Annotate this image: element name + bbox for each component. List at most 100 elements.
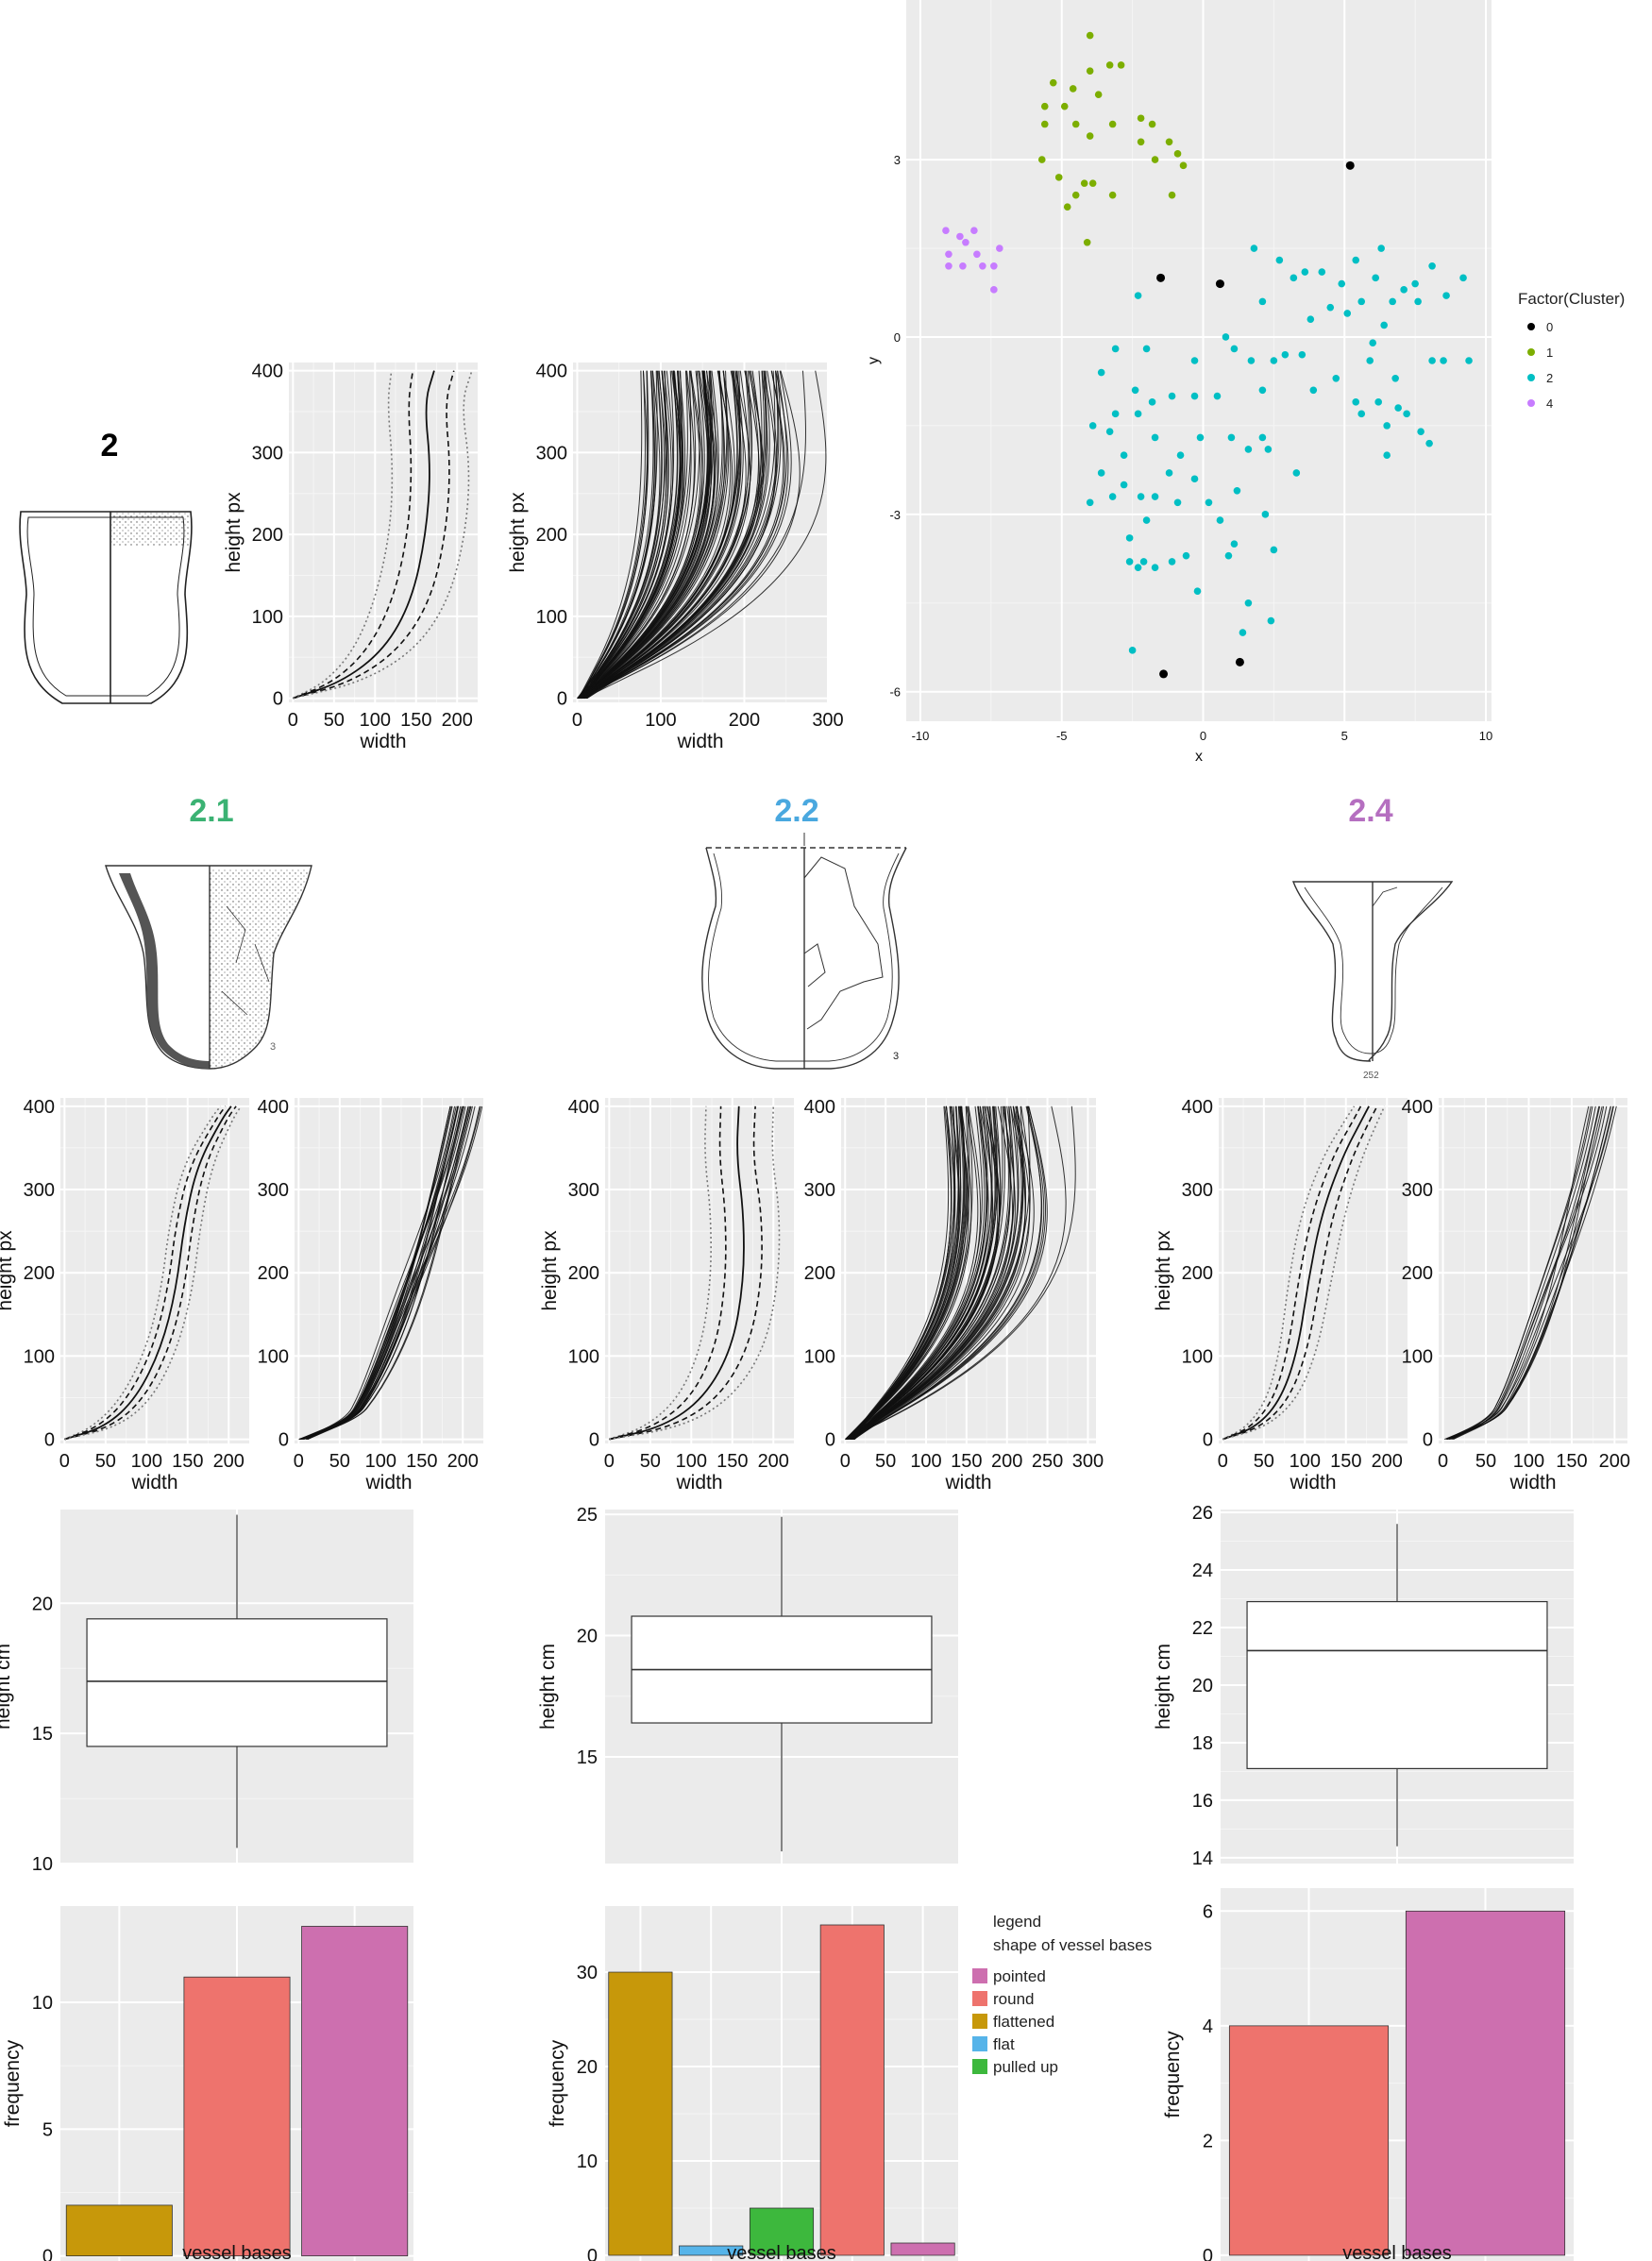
profile-curve: [580, 370, 806, 700]
x-axis-label: width: [1509, 1472, 1556, 1493]
bar-pointed: [301, 1926, 409, 2257]
profile-curve: [1449, 1105, 1600, 1441]
y-axis-label: height cm: [0, 1644, 14, 1729]
scatter-point-cluster-2: [1465, 357, 1473, 364]
x-axis-label: width: [130, 1472, 177, 1493]
scatter-point-cluster-2: [1196, 433, 1205, 442]
scatter-point-cluster-1: [1168, 191, 1176, 199]
scatter-point-cluster-2: [1120, 481, 1128, 489]
scatter-point-cluster-2: [1139, 558, 1148, 565]
y-tick-label: 0: [42, 2247, 53, 2261]
y-tick-label: 10: [32, 1854, 53, 1875]
y-axis-label: height px: [0, 1230, 16, 1311]
x-tick-label: 50: [329, 1451, 350, 1472]
y-tick-label: 200: [258, 1263, 289, 1284]
profile-curve: [853, 1105, 1014, 1440]
group-title-2-2: 2.2: [774, 793, 818, 829]
profile-curve: [582, 370, 646, 699]
legend-label-cluster-0: 0: [1546, 320, 1553, 334]
y-tick-label: 0: [1423, 1430, 1433, 1451]
scatter-point-cluster-1: [1040, 120, 1049, 128]
profile-curve: [848, 1105, 962, 1440]
plot-panel: [605, 1098, 794, 1443]
legend-label-flat: flat: [993, 2035, 1015, 2053]
legend-swatch-flattened: [972, 2014, 987, 2029]
profile-curve: [582, 370, 654, 699]
scatter-point-cluster-2: [1258, 386, 1267, 395]
legend-swatch-cluster-0: [1527, 323, 1535, 330]
legend-label-cluster-1: 1: [1546, 346, 1553, 360]
scatter-point-cluster-1: [1086, 132, 1094, 140]
scatter-point-cluster-2: [1281, 350, 1290, 359]
y-tick-label: 400: [568, 1097, 599, 1118]
y-tick-label: 100: [1402, 1346, 1433, 1367]
scatter-point-cluster-1: [1086, 31, 1094, 40]
scatter-point-cluster-1: [1054, 174, 1063, 181]
scatter-point-cluster-1: [1108, 120, 1117, 128]
y-tick-label: 20: [32, 1594, 53, 1614]
y-tick-label: 5: [42, 2119, 53, 2140]
scatter-point-cluster-2: [1224, 551, 1233, 560]
y-tick-label: 400: [252, 362, 283, 382]
profile-line-dashed: [64, 1105, 237, 1441]
scatter-point-cluster-1: [1037, 156, 1046, 163]
scatter-point-cluster-2: [1108, 493, 1117, 500]
box-iqr: [1246, 1600, 1548, 1769]
x-tick-label: 150: [1556, 1451, 1587, 1472]
profile-curve: [301, 1105, 451, 1441]
y-tick-label: 0: [1203, 2246, 1213, 2261]
scatter-point-cluster-2: [1275, 256, 1284, 264]
drawing-number-2-2: 3: [893, 1051, 899, 1062]
x-tick-label: 200: [213, 1451, 244, 1472]
scatter-point-cluster-2: [1239, 629, 1247, 636]
y-tick-label: 300: [24, 1180, 55, 1201]
profile-line-dashed: [293, 370, 455, 700]
profile-line-solid: [293, 370, 435, 700]
scatter-point-cluster-2: [1338, 279, 1346, 288]
scatter-point-cluster-1: [1137, 114, 1145, 123]
profile-curve: [846, 1105, 983, 1440]
y-tick-label: 20: [577, 2057, 598, 2078]
scatter-point-cluster-1: [1049, 78, 1057, 87]
x-tick-label: 0: [1438, 1451, 1448, 1472]
y-tick-label: 300: [536, 443, 567, 464]
scatter-point-cluster-2: [1383, 451, 1391, 459]
profile-curve: [845, 1105, 996, 1440]
x-tick-label: 150: [716, 1451, 748, 1472]
x-tick-label: 300: [1072, 1451, 1104, 1472]
scatter-point-cluster-2: [1332, 374, 1340, 382]
scatter-point-cluster-2: [1151, 433, 1159, 442]
y-tick-label: 24: [1192, 1561, 1213, 1581]
scatter-point-cluster-4: [959, 262, 967, 270]
y-tick-label: 100: [252, 607, 283, 628]
profile-line-dotted: [1222, 1105, 1356, 1441]
scatter-point-cluster-2: [1366, 357, 1374, 364]
scatter-point-cluster-2: [1374, 398, 1382, 406]
x-tick-label: 50: [875, 1451, 896, 1472]
scatter-point-cluster-2: [1459, 274, 1467, 282]
x-tick-label: 50: [1254, 1451, 1274, 1472]
scatter-point-cluster-1: [1086, 67, 1094, 75]
scatter-point-cluster-4: [962, 238, 969, 246]
scatter-point-cluster-2: [1389, 297, 1396, 306]
scatter-point-cluster-2: [1343, 310, 1352, 317]
legend-label-cluster-4: 4: [1546, 397, 1553, 411]
scatter-point-cluster-1: [1083, 238, 1091, 246]
profile-curve: [586, 370, 730, 700]
profile-line-dashed: [293, 370, 414, 700]
scatter-point-cluster-2: [1247, 357, 1256, 364]
profile-curve: [851, 1105, 950, 1440]
scatter-point-cluster-2: [1151, 493, 1159, 500]
scatter-point-cluster-4: [945, 250, 952, 259]
scatter-point-cluster-2: [1168, 558, 1176, 565]
scatter-point-cluster-2: [1097, 368, 1105, 377]
vessel-drawing-2-4: 252: [1291, 881, 1454, 1081]
